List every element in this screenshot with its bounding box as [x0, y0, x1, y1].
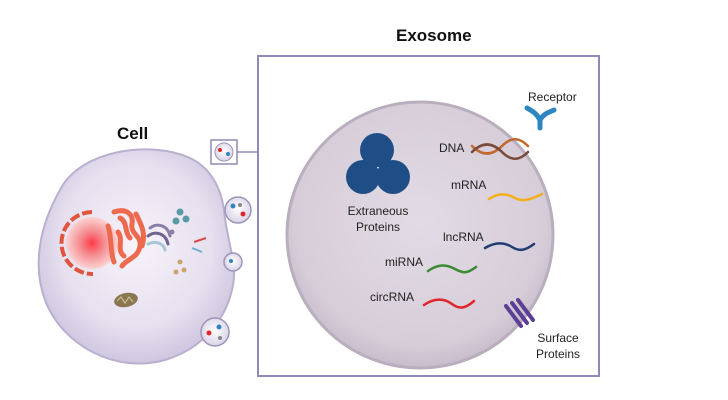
- intracellular-vesicles: [172, 208, 207, 275]
- mirna-icon: [426, 264, 478, 274]
- lncrna-label: lncRNA: [443, 230, 484, 244]
- exosome-body: [285, 100, 555, 370]
- dna-label: DNA: [439, 141, 465, 155]
- extraneous-proteins-label-line1: Extraneous: [347, 204, 409, 218]
- mirna-label: miRNA: [385, 255, 423, 269]
- surface-proteins-label: Surface Proteins: [528, 331, 588, 361]
- cell: [37, 148, 252, 365]
- dna-icon: [470, 138, 530, 160]
- extraneous-proteins-icon: [346, 133, 410, 194]
- circrna-icon: [422, 298, 476, 309]
- mitochondrion: [114, 292, 138, 308]
- exosome: [285, 100, 557, 370]
- budding-exosome-middle: [223, 252, 243, 272]
- receptor-icon: [524, 105, 557, 131]
- receptor-label: Receptor: [528, 90, 577, 104]
- extraneous-proteins-label: Extraneous Proteins: [340, 204, 416, 234]
- surface-proteins-icon: [504, 298, 535, 328]
- extraneous-proteins-label-line2: Proteins: [355, 220, 401, 234]
- exosome-title: Exosome: [396, 26, 472, 45]
- lncrna-icon: [483, 242, 536, 252]
- cell-title: Cell: [117, 124, 149, 143]
- circrna-label: circRNA: [370, 290, 414, 304]
- endoplasmic-reticulum: [105, 208, 147, 269]
- surface-proteins-label-line2: Proteins: [535, 347, 581, 361]
- budding-exosome-top: [224, 196, 252, 224]
- released-exosome-bottom: [200, 317, 230, 347]
- mrna-label: mRNA: [451, 178, 487, 192]
- selected-exosome: [210, 139, 258, 165]
- mrna-icon: [487, 192, 544, 202]
- nucleus: [59, 210, 118, 277]
- surface-proteins-label-line1: Surface: [537, 331, 579, 345]
- golgi-apparatus: [146, 223, 175, 252]
